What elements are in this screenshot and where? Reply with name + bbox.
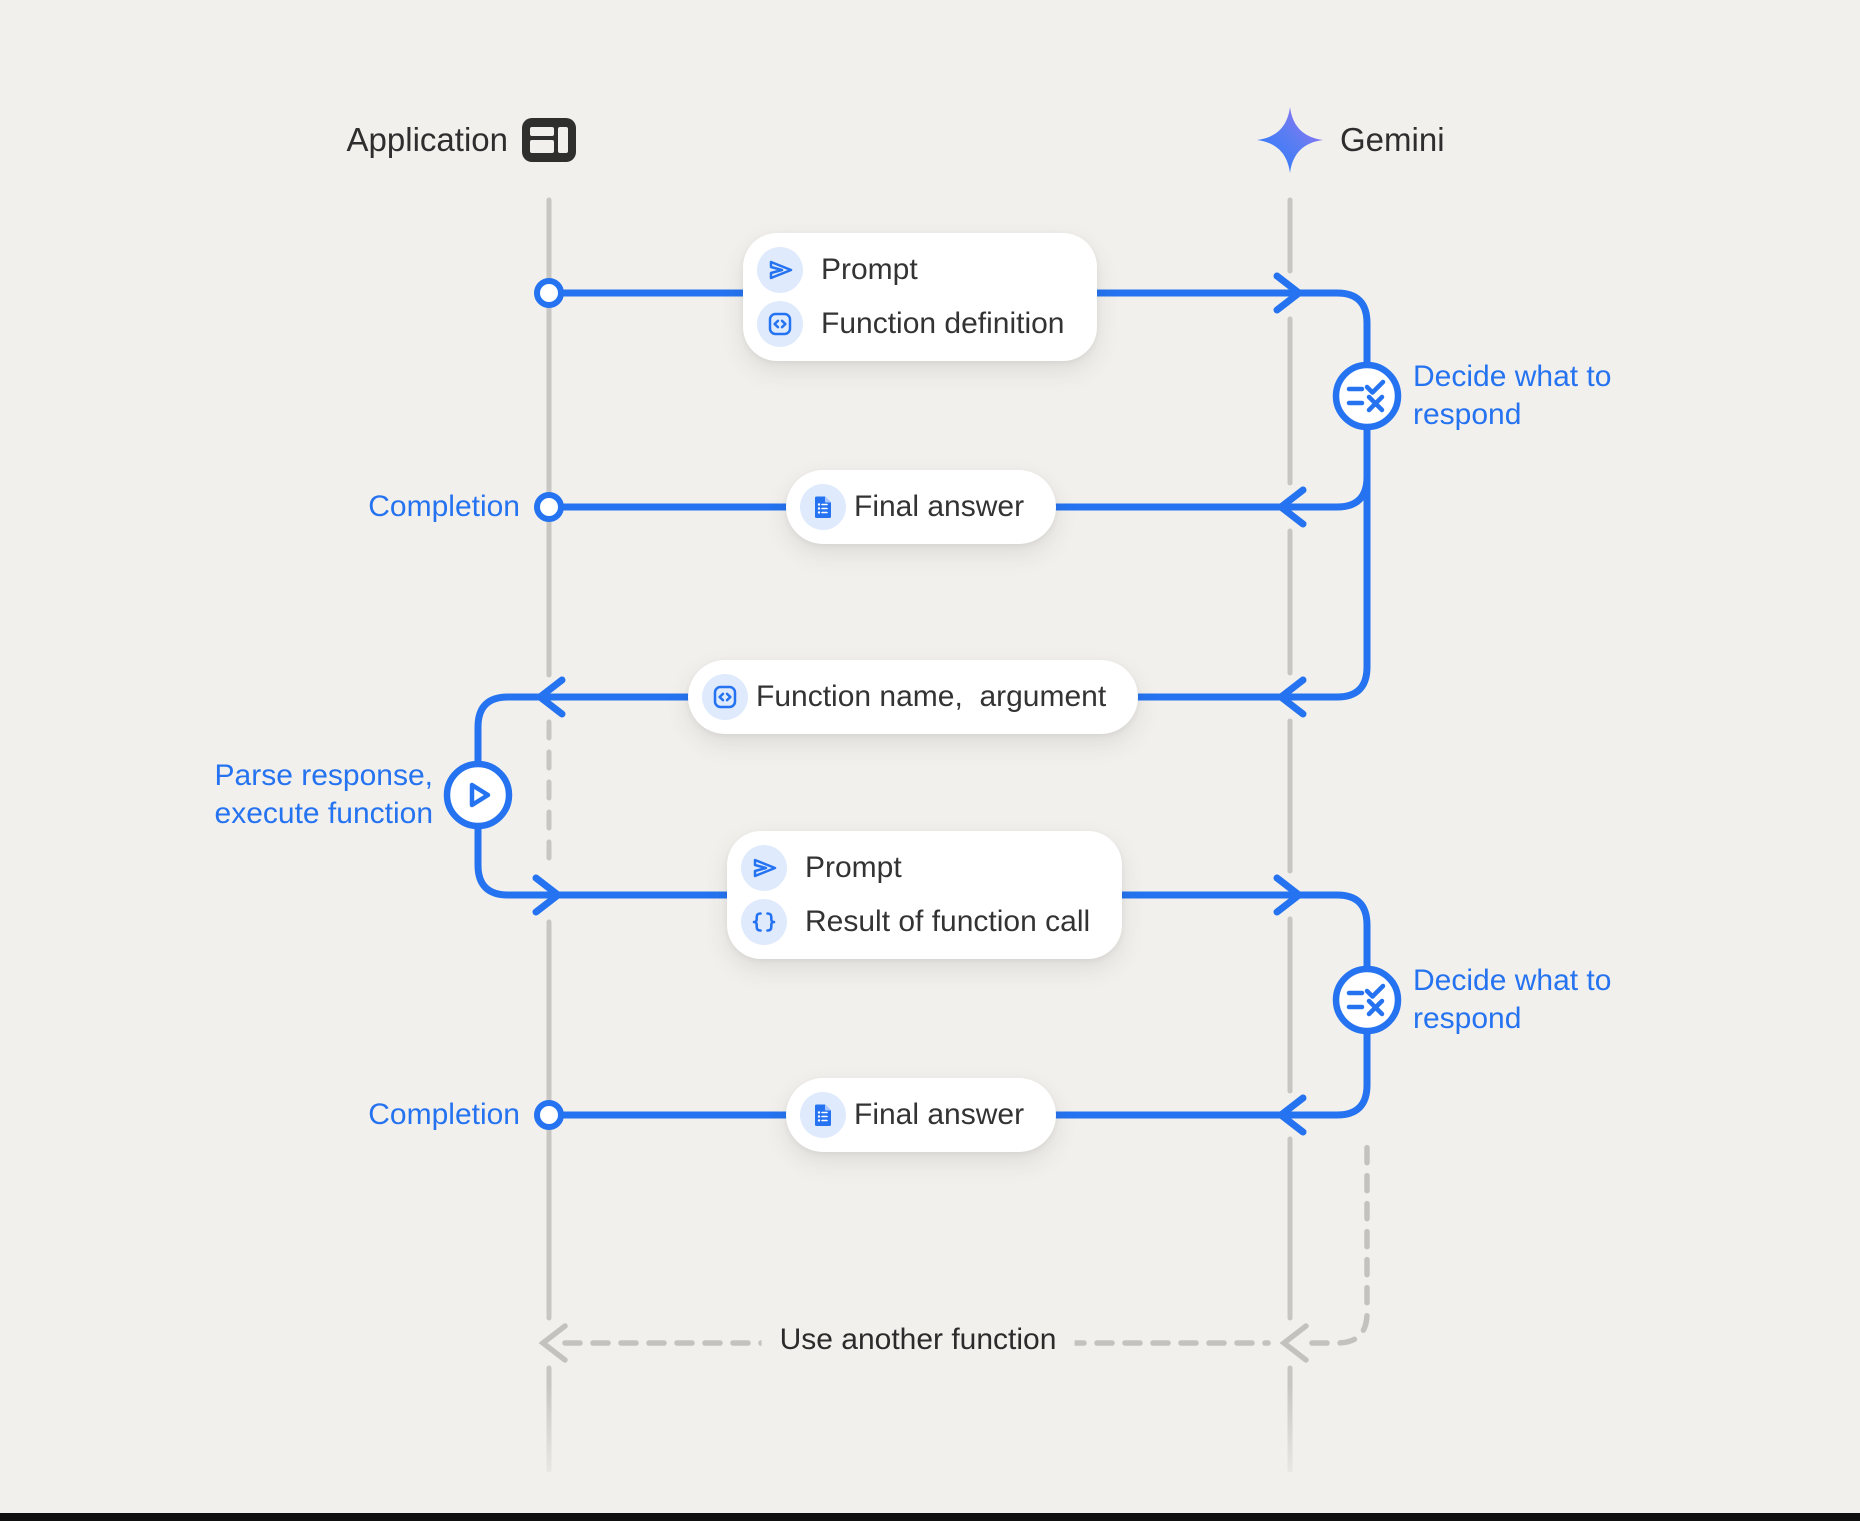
message-box-final-answer: Final answer [786,1078,1057,1152]
send-icon [757,247,803,293]
arrow-final-answer-1 [545,473,1371,511]
code-box-icon [757,301,803,347]
execute-icon [443,760,513,830]
braces-icon [741,899,787,945]
message-label: Final answer [854,490,1025,523]
completion-annotation: Completion [368,490,520,523]
message-label: Prompt [805,851,902,884]
arrow-final-answer-2 [545,1028,1371,1119]
decide-icon [1332,361,1402,431]
message-start-markers [534,278,564,1130]
decide-annotation: Decide what to respond [1413,360,1612,431]
message-box-final-answer: Final answer [786,470,1057,544]
message-label: Prompt [821,253,918,286]
code-box-icon [702,674,748,720]
arrowhead-right [1273,272,1303,314]
message-label: Function definition [821,307,1065,340]
arrowhead-left [1277,486,1307,528]
message-box-prompt-definition: Prompt Function definition [743,233,1097,361]
decide-icon [1332,965,1402,1035]
message-label: Function name, argument [756,680,1107,713]
gemini-sparkle-icon [1257,107,1323,173]
gray-arrowhead-gemini [1279,1323,1309,1363]
lifeline-fade [0,1385,1860,1495]
gemini-actor-label: Gemini [1340,121,1445,158]
message-box-prompt-result: Prompt Result of function call [727,831,1123,959]
arrowhead-right [1273,874,1303,916]
app-window-icon [522,118,576,162]
arrowhead-left [1277,1094,1307,1136]
message-label: Final answer [854,1098,1025,1131]
arrowhead-left [1277,676,1307,718]
use-another-function-label: Use another function [761,1323,1075,1357]
gray-arrowhead-app [538,1323,568,1363]
message-row: Function definition [757,301,1065,347]
message-row: Prompt [741,845,1090,891]
document-icon [800,484,846,530]
arrow-prompt-definition [545,289,1371,368]
application-actor-label: Application [346,121,508,158]
send-icon [741,845,787,891]
arrowhead-left [536,676,566,718]
message-box-function-name: Function name, argument [688,660,1139,734]
message-row: Result of function call [741,899,1090,945]
decide-annotation: Decide what to respond [1413,964,1612,1035]
parse-execute-annotation: Parse response, execute function [214,759,433,830]
message-row: Prompt [757,247,1065,293]
bottom-bar [0,1513,1860,1521]
completion-annotation: Completion [368,1098,520,1131]
arrowhead-right [532,874,562,916]
document-icon [800,1092,846,1138]
message-label: Result of function call [805,905,1091,938]
